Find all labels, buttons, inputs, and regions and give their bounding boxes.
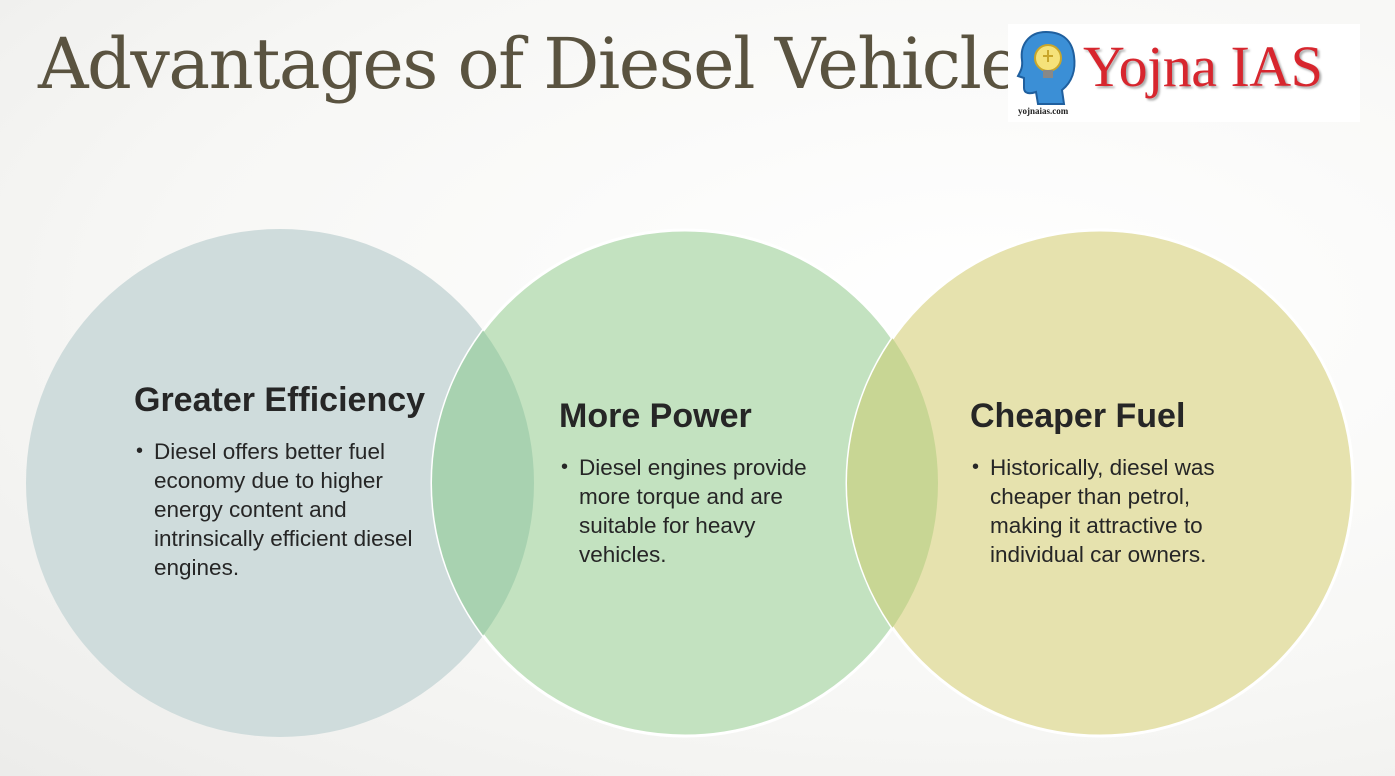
item-card-power: More Power Diesel engines provide more t…: [559, 396, 829, 569]
logo-url: yojnaias.com: [1018, 106, 1069, 116]
bullet-item: Diesel offers better fuel economy due to…: [134, 437, 424, 582]
item-card-fuel: Cheaper Fuel Historically, diesel was ch…: [970, 396, 1240, 569]
item-heading: Greater Efficiency: [134, 381, 426, 419]
bullet-list: Diesel engines provide more torque and a…: [559, 453, 829, 569]
item-card-efficiency: Greater Efficiency Diesel offers better …: [134, 380, 426, 582]
bullet-list: Diesel offers better fuel economy due to…: [134, 437, 424, 582]
item-heading: Cheaper Fuel: [970, 397, 1186, 435]
bullet-item: Historically, diesel was cheaper than pe…: [970, 453, 1240, 569]
logo-text: Yojna IAS: [1083, 34, 1323, 99]
bullet-item: Diesel engines provide more torque and a…: [559, 453, 829, 569]
bullet-list: Historically, diesel was cheaper than pe…: [970, 453, 1240, 569]
head-lightbulb-icon: [1016, 30, 1076, 105]
item-heading: More Power: [559, 397, 752, 435]
slide-title: Advantages of Diesel Vehicles: [38, 23, 1056, 105]
logo: Yojna IAS yojnaias.com: [1008, 24, 1360, 122]
